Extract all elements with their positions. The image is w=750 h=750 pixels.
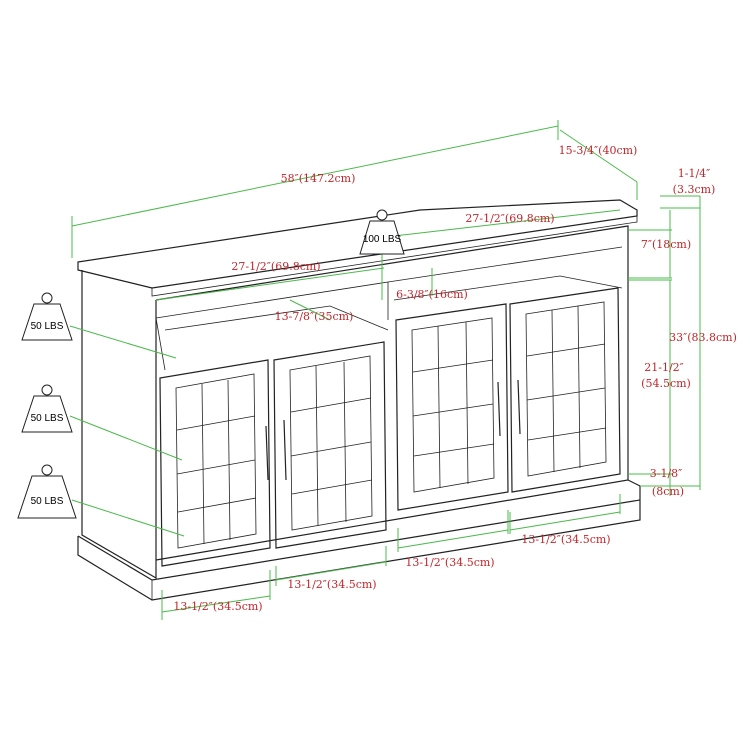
weight-badge-bottom: 50 LBS <box>17 464 77 519</box>
label-door-width-3: 13-1/2″(34.5cm) <box>405 556 494 569</box>
sideboard-drawing <box>77 199 641 601</box>
open-shelf-opening <box>155 246 623 371</box>
left-side-panel <box>81 270 157 580</box>
front-frame <box>155 225 629 561</box>
label-cabinet-height-cm: (54.5cm) <box>641 377 691 390</box>
dimension-lines <box>69 120 701 620</box>
door-4-handle[interactable] <box>517 379 521 435</box>
weight-ring-icon <box>41 384 53 396</box>
label-total-height: 33″(83.8cm) <box>669 331 737 344</box>
label-shelf-width-left: 27-1/2″(69.8cm) <box>231 260 320 273</box>
weight-label-bottom: 50 LBS <box>31 496 64 507</box>
label-shelf-width-right: 27-1/2″(69.8cm) <box>465 212 554 225</box>
weight-label-shelf: 50 LBS <box>31 321 64 332</box>
door-3[interactable] <box>395 303 509 511</box>
label-door-width-2: 13-1/2″(34.5cm) <box>287 578 376 591</box>
door-1-handle[interactable] <box>265 425 269 481</box>
label-door-width-4: 13-1/2″(34.5cm) <box>521 533 610 546</box>
weight-label-top: 100 LBS <box>363 234 402 245</box>
label-door-width-1: 13-1/2″(34.5cm) <box>173 600 262 613</box>
label-top-thickness-cm: (3.3cm) <box>673 183 716 196</box>
label-open-shelf-height: 7″(18cm) <box>641 238 691 251</box>
label-cabinet-height: 21-1/2″ <box>644 361 684 374</box>
weight-badge-shelf: 50 LBS <box>21 292 73 341</box>
label-depth: 15-3/4″(40cm) <box>559 144 638 157</box>
weight-badge-top: 100 LBS <box>359 209 405 255</box>
door-1[interactable] <box>159 359 271 567</box>
dimension-labels: 58″(147.2cm) 15-3/4″(40cm) 1-1/4″ (3.3cm… <box>173 144 736 613</box>
label-shelf-depth: 13-7/8″(35cm) <box>275 310 354 323</box>
weight-ring-icon <box>41 464 53 476</box>
label-shelf-clearance: 6-3/8″(16cm) <box>396 288 468 301</box>
door-3-handle[interactable] <box>497 381 501 437</box>
door-4[interactable] <box>509 287 621 493</box>
door-2-handle[interactable] <box>283 419 287 481</box>
door-2[interactable] <box>273 341 387 549</box>
label-top-thickness: 1-1/4″ <box>678 167 711 180</box>
label-base-height: 3-1/8″ <box>650 467 683 480</box>
weight-ring-icon <box>376 209 388 221</box>
label-base-height-cm: (8cm) <box>652 485 684 498</box>
label-total-width: 58″(147.2cm) <box>281 172 356 185</box>
weight-ring-icon <box>41 292 53 304</box>
weight-badge-middle: 50 LBS <box>21 384 73 433</box>
weight-label-middle: 50 LBS <box>31 413 64 424</box>
